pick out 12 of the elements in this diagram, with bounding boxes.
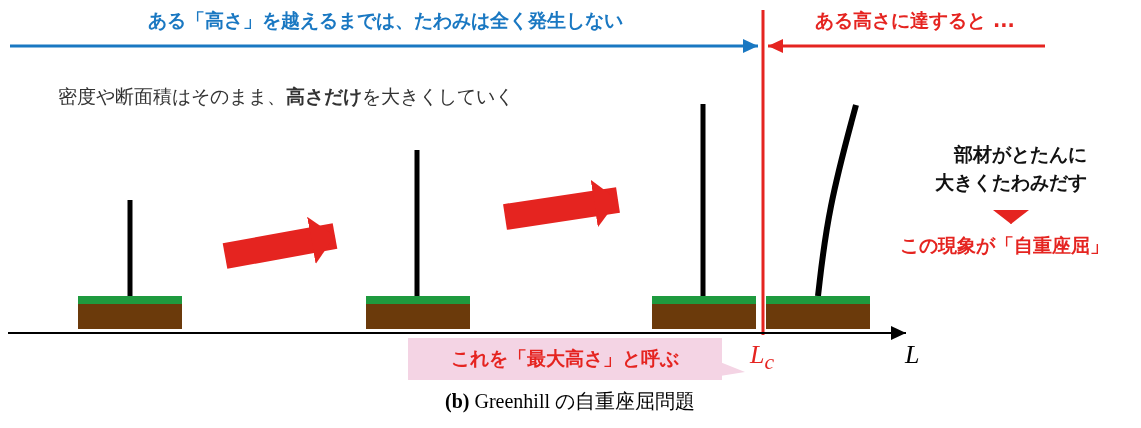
callout-text: この現象が「自重座屈」 — [900, 233, 1109, 259]
triangle-arrow — [993, 209, 1029, 225]
note-text: 密度や断面積はそのまま、高さだけを大きくしていく — [58, 84, 514, 109]
callout-text: 部材がとたんに大きくたわみだす — [934, 142, 1088, 195]
block-arrow — [503, 179, 620, 230]
heading-text: ある高さに達すると ... — [815, 8, 1015, 33]
caption: (b) Greenhill の自重座屈問題 — [445, 389, 695, 415]
block-arrow — [222, 216, 338, 269]
heading-text: ある「高さ」を越えるまでは、たわみは全く発生しない — [147, 8, 623, 33]
axis-label: L — [905, 340, 920, 370]
symbol-label: L$_{c}$ — [750, 340, 775, 376]
callout-bubble: これを「最大高さ」と呼ぶ — [408, 338, 722, 380]
